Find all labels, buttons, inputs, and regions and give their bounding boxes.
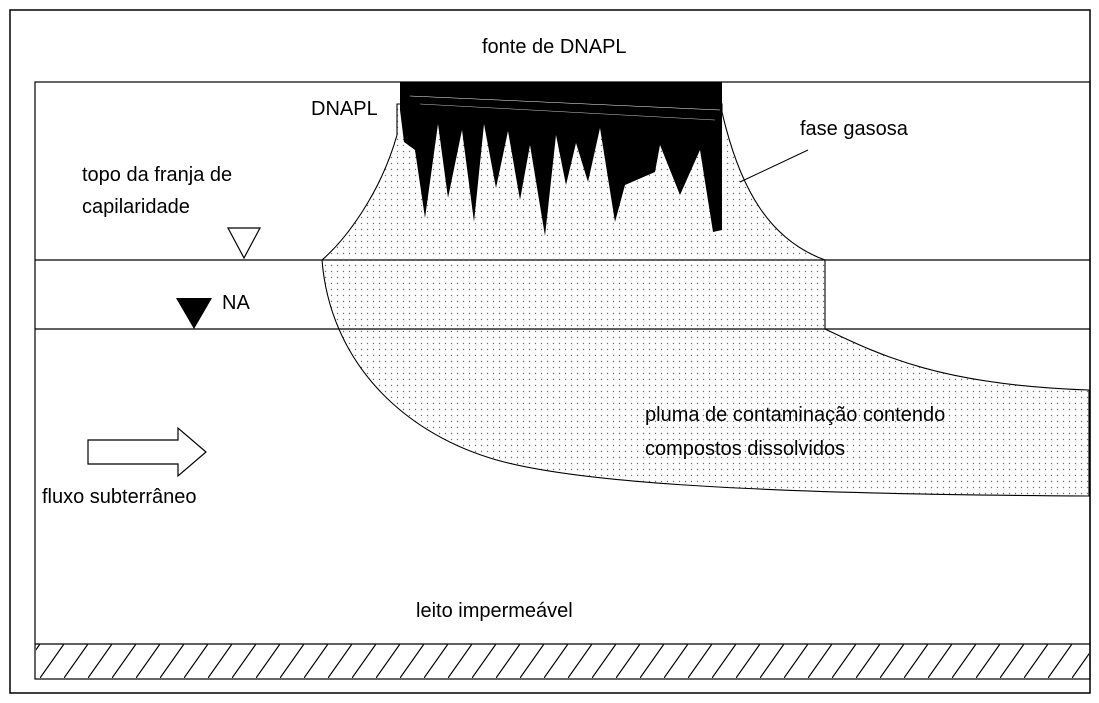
- capillary-triangle-icon: [227, 227, 261, 260]
- gas-phase-leader: [739, 149, 809, 183]
- contaminant-zone: [321, 103, 1090, 497]
- dnapl-label: DNAPL: [311, 98, 378, 120]
- dnapl-body: [400, 82, 722, 236]
- capillary-label-line1: topo da franja de: [82, 164, 233, 186]
- dnapl-texture: [419, 103, 716, 121]
- water-table-label: NA: [222, 292, 250, 314]
- flow-label: fluxo subterrâneo: [42, 486, 197, 508]
- water-table-triangle-icon: [176, 298, 212, 329]
- plume-label-line1: pluma de contaminação contendo: [645, 404, 946, 426]
- dnapl-source-label: fonte de DNAPL: [482, 36, 627, 58]
- dnapl-texture: [409, 95, 721, 111]
- gas-phase-label: fase gasosa: [800, 118, 908, 140]
- plume-label-line2: compostos dissolvidos: [645, 438, 846, 460]
- capillary-label-line2: capilaridade: [82, 196, 190, 218]
- bedrock-hatch: [36, 644, 1089, 678]
- bedrock-label: leito impermeável: [416, 600, 573, 622]
- arrow-right-icon: [87, 426, 207, 478]
